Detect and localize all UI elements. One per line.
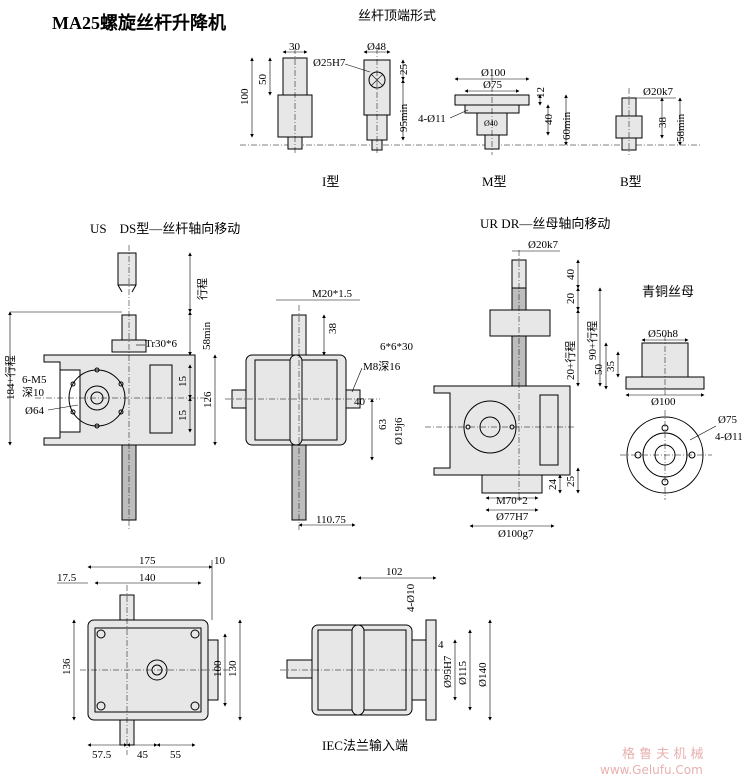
dimension-label: Ø50h8 [648,328,678,340]
dimension-label: Ø20k7 [528,239,558,251]
dimension-label: Ø100 [651,396,676,408]
dimension-label: 55 [170,749,182,761]
dimension-label: 12 [535,87,547,98]
ur-dr-front-view: Ø20k7 40 20 20+行程 90+行程 24 25 M70*2 Ø77H… [425,239,602,540]
dimension-label: 深10 [22,386,44,399]
dimension-label: Ø75 [483,79,502,91]
dimension-label: 25 [398,64,410,76]
type-b-label: B型 [620,174,642,189]
dimension-label: Ø40 [484,119,498,128]
dimension-label: 40 [565,269,577,281]
dimension-label: Ø19j6 [393,417,405,445]
dimension-label: 110.75 [316,514,346,526]
dimension-label: M20*1.5 [312,288,353,300]
iec-flange-view: 102 4-Ø10 4 Ø95H7 Ø115 Ø140 [280,566,492,721]
dimension-label: 184+行程 [4,355,17,400]
top-section-heading: 丝杆顶端形式 [358,8,436,23]
top-section: 30 50 100 I型 Ø48 Ø25H7 25 95min [239,41,700,189]
type-m-label: M型 [482,174,507,189]
dimension-label: 100 [239,88,251,105]
dimension-label: Ø140 [477,662,489,687]
dimension-label: 58min [201,321,213,350]
ur-view-heading: UR DR—丝母轴向移动 [480,216,610,231]
dimension-label: 50 [257,74,269,86]
drawing-title: MA25螺旋丝杆升降机 [52,12,226,33]
dimension-label: 4-Ø10 [405,583,417,612]
dimension-label: Ø95H7 [442,655,454,688]
nut-view-heading: 青铜丝母 [642,284,694,299]
dimension-label: 90+行程 [586,321,599,360]
watermark-cn: 格 鲁 夫 机 械 [622,746,704,762]
dimension-label: 20 [565,293,577,305]
clevis-end: Ø48 Ø25H7 25 95min [313,41,410,155]
dimension-label: 136 [61,658,73,675]
dimension-label: 38 [657,117,669,129]
i-type-end: 30 50 100 I型 [239,41,339,189]
dimension-label: 126 [202,391,214,408]
type-i-label: I型 [322,174,339,189]
dimension-label: Ø100g7 [498,528,534,540]
dimension-label: 60min [561,111,573,140]
dimension-label: 15 [177,410,189,422]
dimension-label: 24 [547,479,559,491]
bronze-nut-view: Ø50h8 50 35 Ø100 Ø75 4-Ø11 [593,328,743,500]
dimension-label: 4-Ø11 [418,113,446,125]
dimension-label: Ø75 [718,414,737,426]
side-view: M20*1.5 38 6*6*30 M8深16 40 63 Ø19j6 110.… [225,288,414,530]
dimension-label: Ø64 [25,405,44,417]
dimension-label: 45 [137,749,149,761]
dimension-label: Ø77H7 [496,511,529,523]
us-ds-front-view: 184+行程 行程 58min Tr30*6 6-M5 深10 Ø64 15 1… [4,245,217,530]
dimension-label: 95min [398,103,410,132]
dimension-label: M70*2 [496,495,528,507]
dimension-label: 4-Ø11 [715,431,743,443]
us-view-heading: US DS型—丝杆轴向移动 [90,221,240,236]
dimension-label: 15 [177,376,189,388]
dimension-label: Ø100 [481,67,506,79]
dimension-label: 17.5 [57,572,77,584]
dimension-label: 130 [227,660,239,677]
dimension-label: 行程 [196,278,209,300]
dimension-label: Ø20k7 [643,86,673,98]
dimension-label: 40 [543,114,555,126]
watermark-url: www.Gelufu.Com [600,763,703,777]
dimension-label: 50 [593,364,605,376]
dimension-label: Ø48 [367,41,386,53]
dimension-label: 63 [377,419,389,431]
b-type-end: Ø20k7 38 58min B型 [615,86,687,189]
dimension-label: 20+行程 [564,341,577,380]
dimension-label: 35 [605,361,617,373]
dimension-label: Ø115 [457,660,469,685]
dimension-label: 100 [212,660,224,677]
dimension-label: 10 [214,555,226,567]
m-type-end: Ø100 Ø75 4-Ø11 Ø40 12 40 60min M型 [418,67,573,189]
dimension-label: 30 [289,41,301,53]
dimension-label: 6*6*30 [380,341,414,353]
dimension-label: 58min [675,113,687,142]
dimension-label: 102 [386,566,403,578]
dimension-label: M8深16 [363,360,401,373]
dimension-label: Ø25H7 [313,57,346,69]
dimension-label: 40 [354,396,366,408]
dimension-label: 38 [327,323,339,335]
dimension-label: 175 [139,555,156,567]
dimension-label: 140 [139,572,156,584]
dimension-label: 4 [438,639,444,651]
dimension-label: 25 [565,476,577,488]
dimension-label: Tr30*6 [145,338,177,350]
bottom-plan-view: 175 10 17.5 140 136 100 130 57.5 45 55 [57,555,242,761]
dimension-label: 6-M5 [22,374,47,386]
iec-view-heading: IEC法兰输入端 [322,738,408,753]
dimension-label: 57.5 [92,749,112,761]
